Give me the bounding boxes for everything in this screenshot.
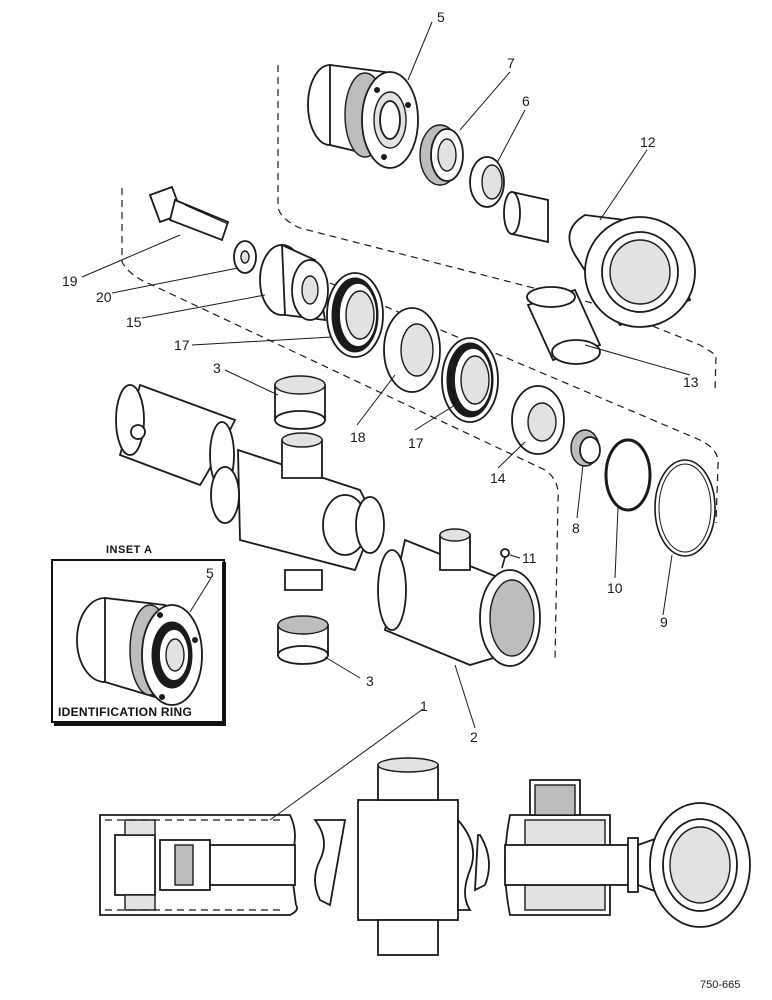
piston-spacer-part-15 bbox=[259, 243, 329, 322]
gland-assembly-outline bbox=[277, 65, 717, 391]
label-part-18: 18 bbox=[350, 429, 366, 445]
ring-part-6 bbox=[469, 156, 505, 208]
label-part-3-lower: 3 bbox=[366, 673, 374, 689]
bushing-part-3-lower bbox=[277, 615, 329, 665]
label-part-9: 9 bbox=[660, 614, 668, 630]
barrel-part-2 bbox=[377, 528, 541, 667]
label-part-3-upper: 3 bbox=[213, 360, 221, 376]
label-part-14: 14 bbox=[490, 470, 506, 486]
label-part-17-lower: 17 bbox=[408, 435, 424, 451]
inset-caption: IDENTIFICATION RING bbox=[58, 705, 192, 719]
label-part-12: 12 bbox=[640, 134, 656, 150]
bushing-part-8 bbox=[570, 429, 601, 467]
inset-a-panel bbox=[51, 559, 226, 726]
o-ring-part-10 bbox=[604, 438, 652, 512]
label-part-2: 2 bbox=[470, 729, 478, 745]
seal-kit-outline bbox=[329, 282, 719, 524]
piston-assembly-outline bbox=[121, 188, 559, 661]
label-part-6: 6 bbox=[522, 93, 530, 109]
label-part-1: 1 bbox=[420, 698, 428, 714]
label-part-8: 8 bbox=[572, 520, 580, 536]
piston-seal-part-17-lower bbox=[441, 337, 499, 423]
bushing-part-3-upper bbox=[274, 375, 326, 430]
bushing-part-13 bbox=[526, 286, 602, 365]
rod-eye-part-12 bbox=[568, 214, 696, 328]
inset-title: INSET A bbox=[106, 544, 153, 556]
label-part-5: 5 bbox=[437, 9, 445, 25]
label-part-7: 7 bbox=[507, 55, 515, 71]
backup-ring-part-14 bbox=[511, 385, 565, 455]
screw-part-11 bbox=[500, 548, 510, 569]
drawing-number: 750-665 bbox=[700, 979, 740, 991]
label-part-17-upper: 17 bbox=[174, 337, 190, 353]
gland-part-5 bbox=[307, 63, 419, 169]
rod-section bbox=[503, 190, 549, 244]
label-part-15: 15 bbox=[126, 314, 142, 330]
washer-part-20 bbox=[233, 240, 257, 274]
inset-label-part-5: 5 bbox=[206, 565, 214, 581]
label-part-11: 11 bbox=[522, 550, 537, 566]
label-part-10: 10 bbox=[607, 580, 623, 596]
leader-lines bbox=[81, 21, 691, 821]
wiper-seal-part-7 bbox=[419, 124, 464, 186]
backup-ring-part-9 bbox=[654, 459, 716, 557]
piston-part-18 bbox=[383, 307, 441, 393]
trunnion-body bbox=[210, 432, 385, 591]
piston-seal-part-17-upper bbox=[326, 272, 384, 358]
label-part-20: 20 bbox=[96, 289, 112, 305]
bolt-part-19 bbox=[148, 185, 230, 242]
label-part-13: 13 bbox=[683, 374, 699, 390]
label-part-19: 19 bbox=[62, 273, 78, 289]
assembled-cylinder-view bbox=[99, 757, 751, 956]
